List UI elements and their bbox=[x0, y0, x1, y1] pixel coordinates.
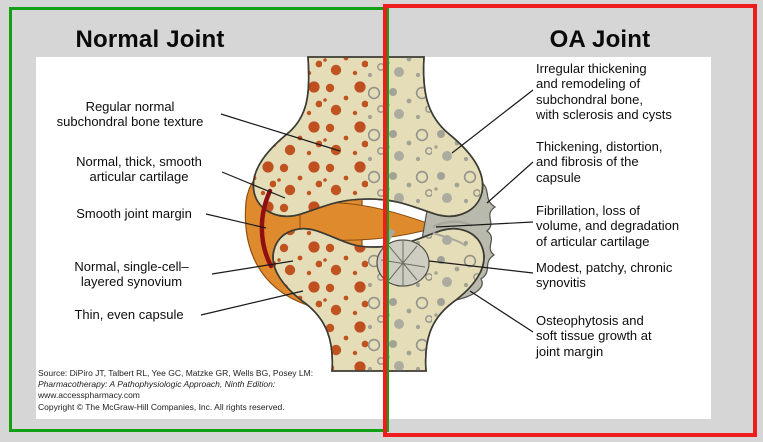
leader-lines bbox=[200, 89, 534, 333]
source-citation: Source: DiPiro JT, Talbert RL, Yee GC, M… bbox=[38, 368, 338, 413]
source-line-copyright: Copyright © The McGraw-Hill Companies, I… bbox=[38, 401, 285, 412]
label-thin-even-capsule: Thin, even capsule bbox=[74, 307, 184, 322]
label-chronic-synovitis: Modest, patchy, chronic synovitis bbox=[536, 260, 673, 291]
label-fibrillation: Fibrillation, loss of volume, and degrad… bbox=[536, 203, 680, 249]
subchondral-bone-top bbox=[252, 56, 484, 218]
source-line-authors: Source: DiPiro JT, Talbert RL, Yee GC, M… bbox=[38, 368, 314, 378]
joint-margin-line bbox=[259, 188, 274, 269]
oa-joint-title: OA Joint bbox=[549, 26, 651, 53]
label-subchondral-bone-texture: Regular normal subchondral bone texture bbox=[56, 99, 204, 130]
label-smooth-joint-margin: Smooth joint margin bbox=[76, 206, 192, 221]
label-irregular-thickening: Irregular thickening and remodeling of s… bbox=[536, 61, 672, 122]
label-synovium: Normal, single-cell– layered synovium bbox=[74, 259, 189, 290]
label-osteophytosis: Osteophytosis and soft tissue growth at … bbox=[536, 313, 652, 359]
label-capsule-fibrosis: Thickening, distortion, and fibrosis of … bbox=[536, 139, 663, 185]
label-articular-cartilage: Normal, thick, smooth articular cartilag… bbox=[76, 154, 202, 185]
source-line-url: www.accesspharmacy.com bbox=[38, 390, 140, 401]
normal-joint-title: Normal Joint bbox=[75, 26, 225, 53]
source-line-book-title: Pharmacotherapy: A Pathophysiologic Appr… bbox=[38, 379, 276, 390]
